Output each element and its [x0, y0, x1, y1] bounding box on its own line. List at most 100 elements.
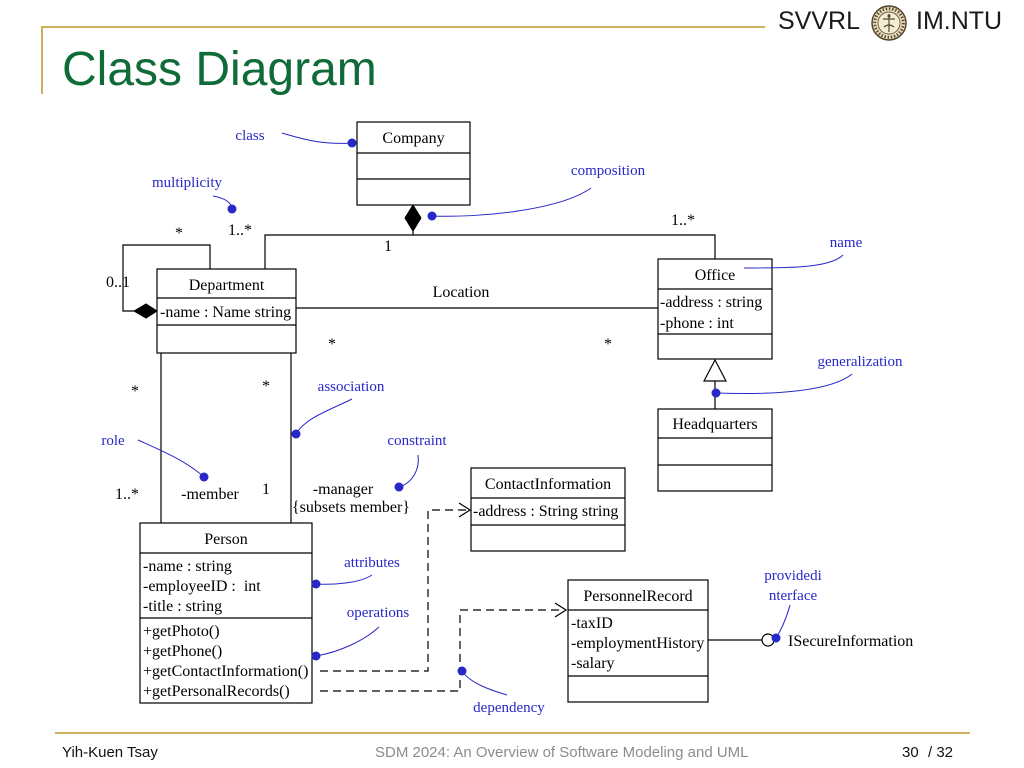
multiplicity-office-end: * [604, 336, 612, 353]
class-contact-information: ContactInformation -address : String str… [470, 467, 626, 552]
class-attribute: -name : Name string [160, 304, 291, 321]
annotation-leader [315, 626, 380, 657]
annotation-label: attributes [344, 555, 400, 571]
annotation-dot [291, 429, 301, 439]
class-name: Department [189, 277, 265, 294]
class-attribute: -name : string [143, 558, 232, 575]
org-name-svvrl: SVVRL [778, 7, 860, 35]
association-name: Location [433, 284, 490, 301]
dependency-line [320, 609, 564, 692]
multiplicity-department-end: * [131, 383, 139, 400]
annotation-dot [427, 211, 437, 221]
class-operation: +getPhone() [143, 643, 222, 660]
class-attribute: -employeeID : int [143, 578, 261, 595]
annotation-class: class [235, 128, 357, 148]
class-attribute: -employmentHistory [571, 635, 704, 652]
header-rule [42, 26, 765, 28]
association-member: * 1..* -member [115, 353, 240, 523]
page-number: 30 [902, 744, 919, 761]
annotation-attributes: attributes [311, 555, 400, 589]
role-name: -manager [313, 481, 374, 498]
class-name: Office [695, 267, 736, 284]
multiplicity-department-end: * [262, 378, 270, 395]
class-name: Headquarters [672, 416, 757, 433]
multiplicity-part-end: * [175, 225, 183, 242]
class-office: Office -address : string -phone : int [657, 258, 773, 360]
annotation-dot [457, 666, 467, 676]
class-person: Person -name : string -employeeID : int … [139, 522, 313, 704]
class-box [657, 258, 773, 360]
annotation-leader [137, 439, 205, 478]
annotation-label: composition [571, 163, 646, 179]
class-name: Company [382, 130, 444, 147]
footer-rule [55, 732, 970, 734]
annotation-label: nterface [769, 588, 818, 604]
annotation-constraint: constraint [387, 433, 447, 492]
annotation-dot [347, 138, 357, 148]
class-name: ContactInformation [485, 476, 611, 493]
annotation-leader [315, 574, 373, 585]
annotation-composition: composition [427, 163, 646, 221]
annotation-label: name [830, 235, 863, 251]
annotation-leader [743, 254, 844, 269]
annotation-label: providedi [764, 568, 822, 584]
page-title: Class Diagram [62, 43, 377, 96]
class-department: Department -name : Name string [156, 268, 297, 354]
annotation-generalization: generalization [711, 354, 903, 398]
class-attribute: -salary [571, 655, 615, 672]
footer-author: Yih-Kuen Tsay [62, 744, 158, 761]
annotation-label: class [235, 128, 264, 144]
dependency-line [320, 509, 468, 672]
footer-course-title: SDM 2024: An Overview of Software Modeli… [375, 744, 749, 761]
annotation-leader [281, 132, 353, 144]
class-box [356, 121, 471, 206]
class-attribute: -taxID [571, 615, 613, 632]
class-name: Person [204, 531, 248, 548]
annotation-dot [711, 388, 721, 398]
annotation-dot [311, 579, 321, 589]
annotation-leader [431, 187, 592, 217]
class-attribute: -title : string [143, 598, 222, 615]
self-composition-line [122, 244, 211, 312]
multiplicity-department-end: * [328, 336, 336, 353]
composition-department-self: * 0..1 [106, 225, 211, 319]
class-box [156, 268, 297, 354]
org-name-imntu: IM.NTU [916, 7, 1003, 35]
annotation-label: operations [347, 605, 410, 621]
provided-interface: ISecureInformation [708, 633, 913, 650]
annotation-leader [461, 670, 508, 696]
class-attribute: -address : String string [473, 503, 618, 520]
multiplicity-office-end: 1..* [671, 212, 695, 229]
header-side-rule [41, 26, 43, 94]
composition-diamond [133, 303, 158, 319]
annotation-name: name [743, 235, 863, 269]
class-attribute: -phone : int [660, 315, 734, 332]
interface-name: ISecureInformation [788, 633, 913, 650]
annotation-dot [227, 204, 237, 214]
constraint-label: {subsets member} [292, 499, 410, 516]
composition-company: 1 1..* 1..* [228, 204, 716, 269]
class-attribute: -address : string [660, 294, 762, 311]
annotation-dot [199, 472, 209, 482]
class-box [470, 467, 626, 552]
annotation-multiplicity: multiplicity [152, 175, 237, 214]
annotation-label: role [101, 433, 125, 449]
annotation-association: association [291, 379, 385, 439]
annotation-role: role [101, 433, 209, 482]
multiplicity-company-end: 1 [384, 238, 392, 255]
class-name: PersonnelRecord [583, 588, 692, 605]
composition-diamond [404, 204, 422, 232]
class-company: Company [356, 121, 471, 206]
annotation-label: dependency [473, 700, 545, 716]
class-operation: +getContactInformation() [143, 663, 308, 680]
multiplicity-whole-end: 0..1 [106, 274, 130, 291]
annotation-dot [771, 633, 781, 643]
annotation-dot [311, 651, 321, 661]
annotation-dependency: dependency [457, 666, 545, 716]
generalization-headquarters-office [703, 358, 727, 409]
association-manager: * 1 -manager {subsets member} [262, 353, 410, 523]
annotation-operations: operations [311, 605, 410, 661]
dependency-arrowhead [554, 602, 568, 618]
annotation-leader [295, 398, 353, 435]
annotation-leader [398, 454, 419, 488]
